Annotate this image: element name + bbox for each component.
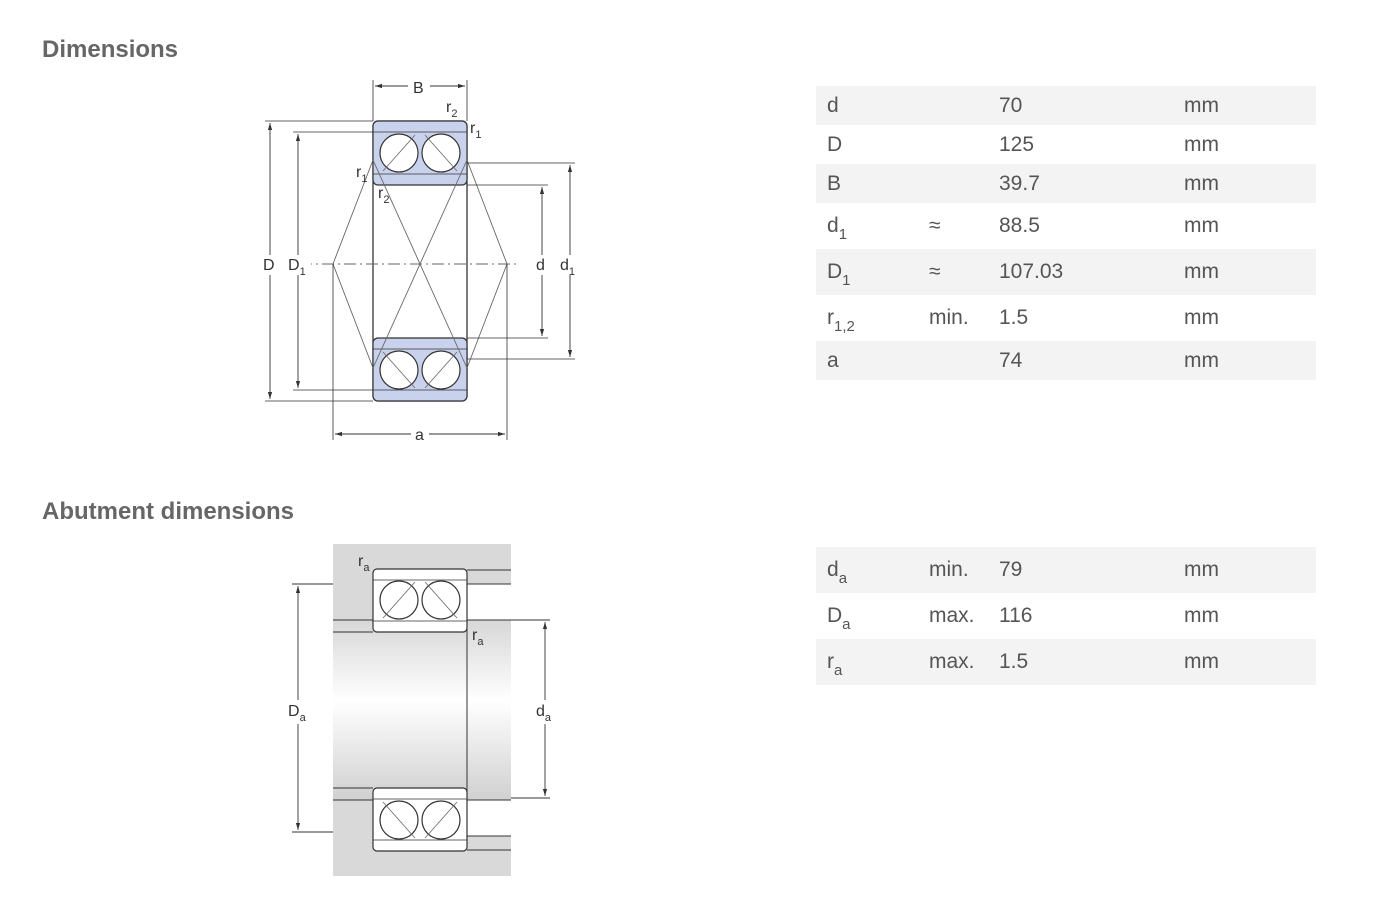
label-D: D <box>263 257 275 274</box>
symbol-cell: r1,2 <box>827 306 855 335</box>
symbol-cell: Da <box>827 604 851 633</box>
label-r2-top: r2 <box>446 99 457 120</box>
abutment-dimensions-drawing: Da da ra ra <box>286 544 557 876</box>
symbol-cell: ra <box>816 639 918 685</box>
symbol-cell: D1 <box>816 249 918 295</box>
value-cell: 88.5 <box>999 214 1040 237</box>
unit-cell: mm <box>1184 306 1219 329</box>
qualifier-cell: min. <box>929 306 969 329</box>
value-cell: 70 <box>988 86 1173 125</box>
label-r1-left: r1 <box>356 164 367 185</box>
table-row: D1 ≈ 107.03 mm <box>816 249 1316 295</box>
unit-cell: mm <box>1173 547 1316 593</box>
symbol-cell: a <box>816 341 918 380</box>
unit-cell: mm <box>1173 249 1316 295</box>
table-row: ra max. 1.5 mm <box>816 639 1316 685</box>
value-cell: 1.5 <box>999 306 1029 329</box>
label-Da: Da <box>288 703 307 724</box>
value-cell: 116 <box>999 604 1033 627</box>
symbol-cell: d1 <box>827 214 848 243</box>
qualifier-cell: ≈ <box>929 214 941 237</box>
label-a: a <box>415 427 424 444</box>
unit-cell: mm <box>1184 214 1219 237</box>
dimensions-heading: Dimensions <box>42 36 179 63</box>
symbol-cell: B <box>816 164 918 203</box>
label-ra-top: ra <box>358 553 370 574</box>
label-D1: D1 <box>288 257 306 278</box>
unit-cell: mm <box>1173 164 1316 203</box>
label-r2-left: r2 <box>378 185 389 206</box>
unit-cell: mm <box>1173 341 1316 380</box>
dimensions-table: d 70 mm D 125 mm B 39.7 mm d1 ≈ 88.5 mm … <box>816 86 1316 380</box>
table-row: d 70 mm <box>816 86 1316 125</box>
unit-cell: mm <box>1173 639 1316 685</box>
qualifier-cell: ≈ <box>918 249 988 295</box>
value-cell: 107.03 <box>988 249 1173 295</box>
table-row: r1,2 min. 1.5 mm <box>816 295 1316 341</box>
value-cell: 1.5 <box>988 639 1173 685</box>
label-B: B <box>413 80 424 97</box>
value-cell: 79 <box>988 547 1173 593</box>
symbol-cell: da <box>816 547 918 593</box>
qualifier-cell <box>918 86 988 125</box>
unit-cell: mm <box>1173 86 1316 125</box>
value-cell: 74 <box>988 341 1173 380</box>
table-row: D 125 mm <box>816 125 1316 164</box>
abutment-dimensions-table: da min. 79 mm Da max. 116 mm ra max. 1.5… <box>816 547 1316 685</box>
qualifier-cell <box>918 341 988 380</box>
label-d1: d1 <box>560 257 575 278</box>
symbol-cell: D <box>827 132 843 156</box>
unit-cell: mm <box>1184 604 1219 627</box>
abutment-dimensions-heading: Abutment dimensions <box>42 498 295 525</box>
qualifier-cell: max. <box>929 604 975 627</box>
qualifier-cell <box>918 164 988 203</box>
symbol-cell: d <box>816 86 918 125</box>
qualifier-cell: min. <box>918 547 988 593</box>
label-d: d <box>536 257 545 274</box>
table-row: Da max. 116 mm <box>816 593 1316 639</box>
bearing-dimensions-drawing: B r2 r1 r1 r2 D D1 d d1 a <box>261 77 581 444</box>
unit-cell: mm <box>1184 132 1219 156</box>
label-da: da <box>536 703 552 724</box>
label-ra-right: ra <box>472 627 484 648</box>
table-row: B 39.7 mm <box>816 164 1316 203</box>
table-row: d1 ≈ 88.5 mm <box>816 203 1316 249</box>
label-r1-top: r1 <box>470 120 481 141</box>
table-row: a 74 mm <box>816 341 1316 380</box>
value-cell: 39.7 <box>988 164 1173 203</box>
qualifier-cell <box>918 125 988 164</box>
table-row: da min. 79 mm <box>816 547 1316 593</box>
value-cell: 125 <box>999 132 1035 156</box>
qualifier-cell: max. <box>918 639 988 685</box>
